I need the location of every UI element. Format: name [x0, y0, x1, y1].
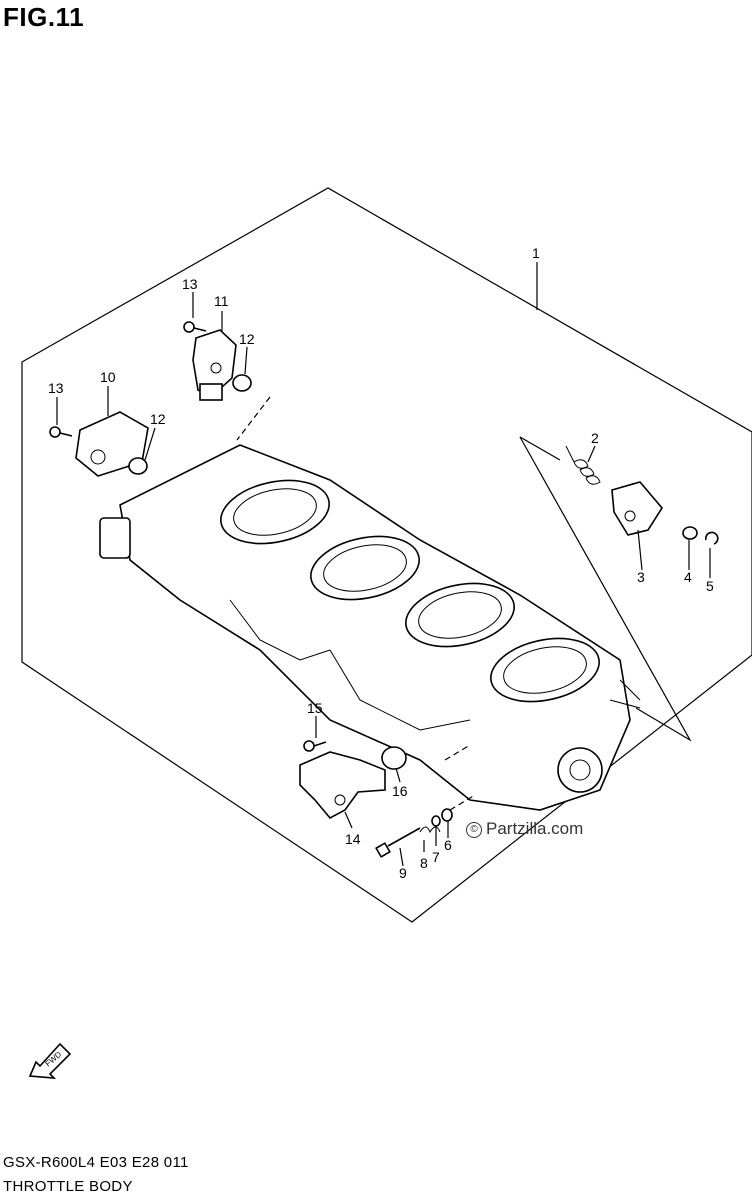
fwd-arrow-icon: FWD — [28, 1042, 72, 1079]
partzilla-watermark: ©Partzilla.com — [466, 819, 583, 839]
callout-3: 3 — [637, 569, 645, 585]
callout-12-upper: 12 — [239, 331, 255, 347]
watermark-text: Partzilla.com — [486, 819, 584, 838]
callout-15: 15 — [307, 700, 323, 716]
callout-4: 4 — [684, 569, 692, 585]
screw-15 — [303, 740, 327, 752]
spring-8 — [419, 826, 441, 834]
callout-5: 5 — [706, 578, 714, 594]
callout-10: 10 — [100, 369, 116, 385]
callout-13-lower: 13 — [48, 380, 64, 396]
sensor-14 — [299, 751, 386, 820]
callout-9: 9 — [399, 865, 407, 881]
sensor-11 — [192, 329, 237, 401]
screw-13-lower — [49, 426, 73, 438]
o-ring-16 — [381, 746, 407, 770]
callout-11: 11 — [214, 293, 229, 309]
subassembly-outline — [519, 436, 692, 742]
washer-4 — [682, 526, 698, 540]
clip-5 — [705, 531, 719, 545]
callout-16: 16 — [392, 783, 408, 799]
o-ring-6 — [441, 808, 453, 822]
callout-13-upper: 13 — [182, 276, 198, 292]
footer-model-line: GSX-R600L4 E03 E28 011 — [3, 1154, 189, 1171]
callout-2: 2 — [591, 430, 599, 446]
callout-8: 8 — [420, 855, 428, 871]
callout-6: 6 — [444, 837, 452, 853]
o-ring-12-upper — [232, 374, 252, 392]
screw-13-upper — [183, 321, 207, 333]
callout-12-lower: 12 — [150, 411, 166, 427]
callout-1: 1 — [532, 245, 540, 261]
throttle-body-assembly — [99, 444, 641, 811]
footer-name-line: THROTTLE BODY — [3, 1178, 133, 1195]
callout-14: 14 — [345, 831, 361, 847]
spring-2 — [565, 445, 601, 485]
assembly-outline — [21, 187, 752, 923]
washer-7 — [431, 815, 441, 827]
copyright-icon: © — [466, 822, 482, 838]
callout-7: 7 — [432, 849, 440, 865]
lever-3 — [611, 481, 663, 536]
o-ring-12-lower — [128, 457, 148, 475]
bolt-9 — [375, 827, 421, 858]
figure-title: FIG.11 — [3, 2, 85, 32]
